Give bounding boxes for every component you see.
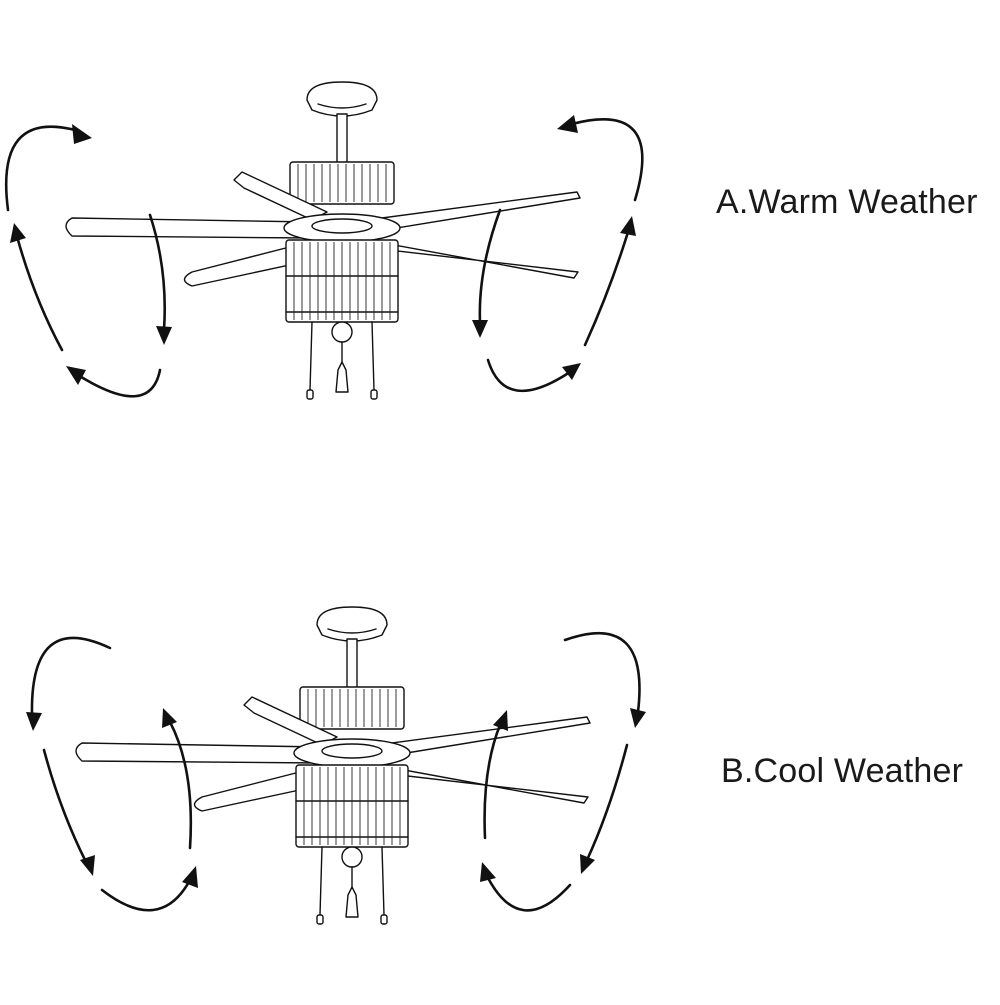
ceiling-fan-icon (75, 606, 591, 925)
airflow-arrow-icon (26, 631, 646, 912)
panel-b (26, 606, 646, 925)
panel-b-label: B.Cool Weather (721, 752, 964, 790)
panel-a-label: A.Warm Weather (716, 183, 978, 221)
ceiling-fan-icon (65, 81, 581, 400)
panel-a (4, 81, 644, 400)
airflow-arrow-icon (4, 115, 644, 398)
